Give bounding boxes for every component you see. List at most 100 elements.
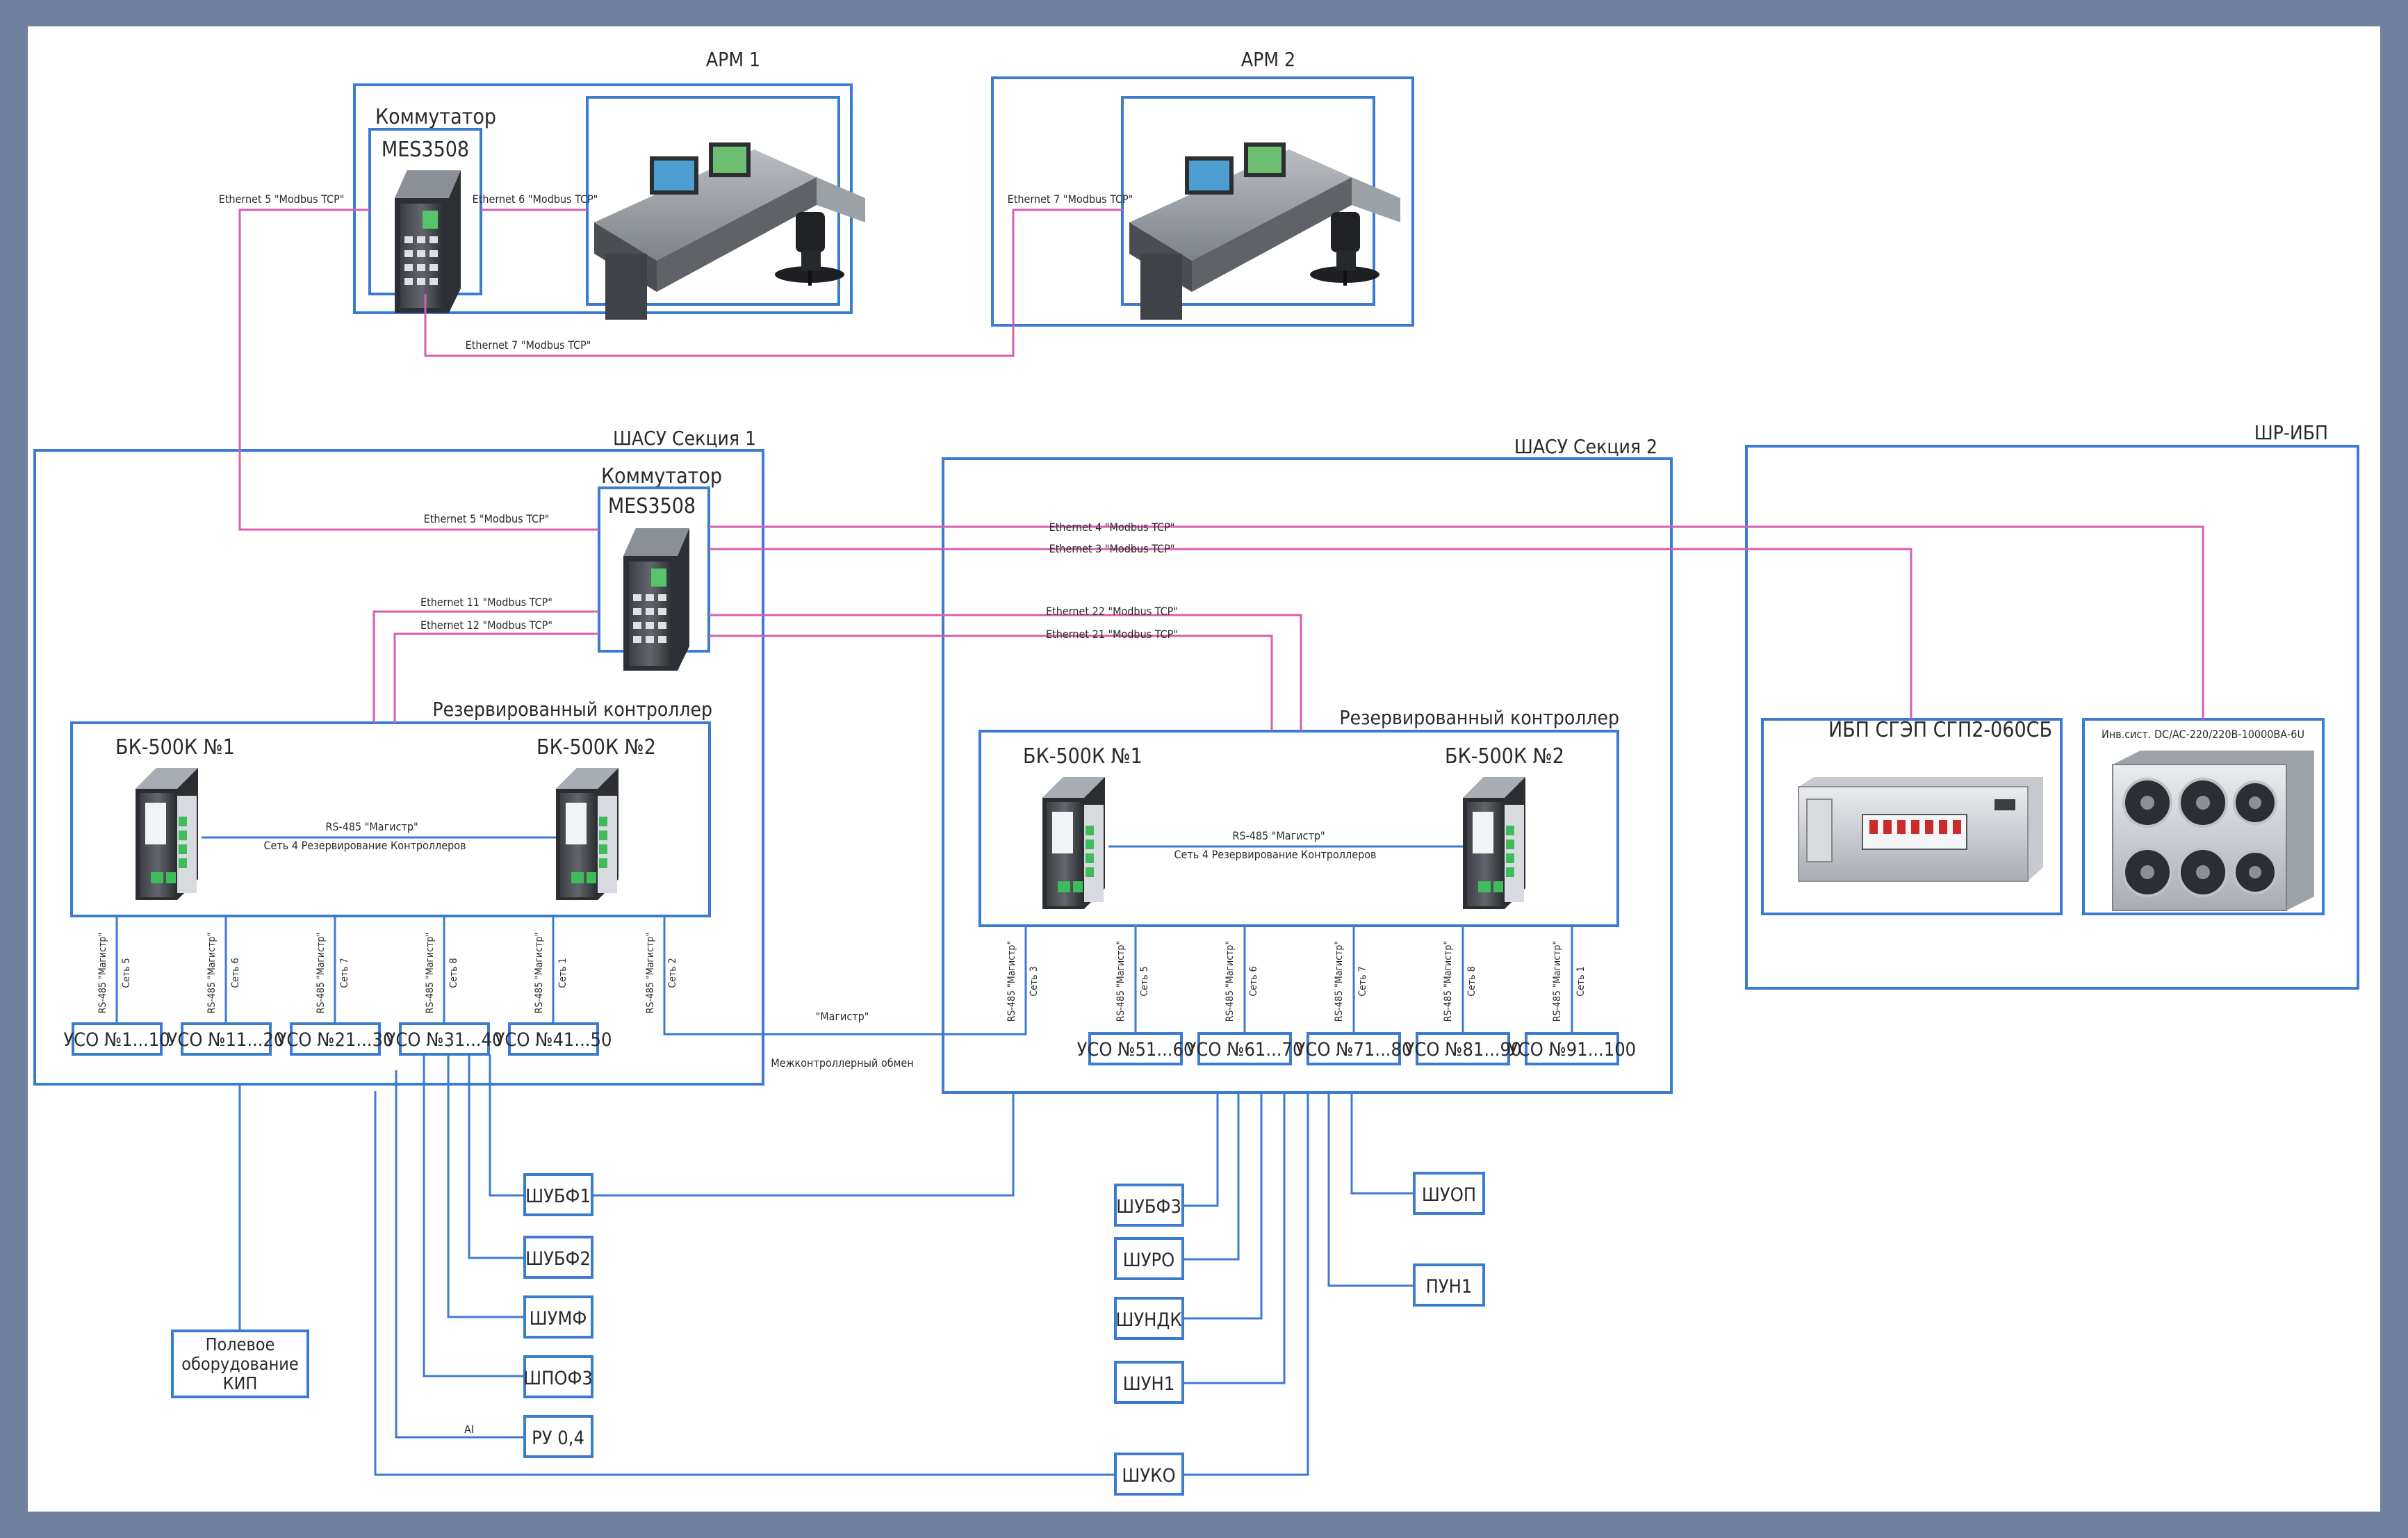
section2-title: ШАСУ Секция 2 bbox=[1514, 435, 1657, 458]
controller-icon bbox=[1463, 777, 1525, 909]
dc-label: Инв.сист. DC/AC-220/220В-10000ВА-6U bbox=[2102, 728, 2304, 741]
uso-net-label: RS-485 "Магистр" bbox=[534, 933, 545, 1014]
uso-box bbox=[399, 1022, 490, 1056]
section1-bk1-label: БК-500К №1 bbox=[115, 735, 235, 760]
cabinet-box bbox=[1114, 1184, 1184, 1227]
cabinet-box bbox=[1413, 1263, 1485, 1307]
uso-net-label: RS-485 "Магистр" bbox=[1115, 941, 1127, 1022]
cabinet-link bbox=[423, 1054, 525, 1377]
cabinet-box bbox=[523, 1236, 593, 1279]
ethernet-label: Ethernet 22 "Modbus TCP" bbox=[1046, 605, 1178, 618]
cabinet-label: ШУНДК bbox=[1115, 1309, 1181, 1331]
ai-label: AI bbox=[464, 1423, 474, 1436]
uso-net-label: Сеть 3 bbox=[1029, 966, 1040, 996]
uso-net-label: RS-485 "Магистр" bbox=[645, 933, 656, 1014]
cabinet-link bbox=[374, 1091, 1115, 1476]
ethernet-link bbox=[238, 208, 599, 531]
cabinet-link bbox=[1183, 1093, 1219, 1207]
uso-net-label: RS-485 "Магистр" bbox=[206, 933, 218, 1014]
uso-net-label: Сеть 8 bbox=[448, 958, 459, 988]
cabinet-link bbox=[1327, 1093, 1414, 1287]
section1-controller-title: Резервированный контроллер bbox=[432, 698, 712, 721]
ethernet-label: Ethernet 7 "Modbus TCP" bbox=[1008, 193, 1133, 206]
controller-icon bbox=[136, 768, 198, 900]
switch-icon bbox=[623, 528, 689, 671]
cabinet-label: ПУН1 bbox=[1426, 1276, 1473, 1298]
uso-net-label: Сеть 5 bbox=[1139, 966, 1150, 996]
ethernet-label: Ethernet 12 "Modbus TCP" bbox=[420, 619, 552, 632]
ethernet-label: Ethernet 21 "Modbus TCP" bbox=[1046, 628, 1178, 641]
section1-uso-row: УСО №1...10 УСО №11...20 УСО №21...30 УС… bbox=[63, 916, 678, 1056]
section1-rs485-label: RS-485 "Магистр" bbox=[325, 820, 418, 833]
cabinet-link bbox=[1183, 1093, 1286, 1384]
cabinet-label: ШПОФ3 bbox=[523, 1368, 593, 1389]
section1-group: ШАСУ Секция 1 Коммутатор MES3508 Резерви… bbox=[33, 427, 764, 1086]
cabinet-link bbox=[395, 1070, 525, 1439]
uso-box bbox=[290, 1022, 381, 1056]
uso-net-label: RS-485 "Магистр" bbox=[1006, 941, 1017, 1022]
inter-controller-label: "Магистр" bbox=[816, 1010, 869, 1023]
section2-group: ШАСУ Секция 2 Резервированный контроллер… bbox=[942, 435, 1673, 1094]
cabinet-box bbox=[1413, 1172, 1485, 1215]
arm2-frame bbox=[991, 76, 1414, 327]
ethernet-link bbox=[709, 614, 1302, 731]
cabinet-link bbox=[1183, 1093, 1309, 1476]
ethernet-label: Ethernet 3 "Modbus TCP" bbox=[1049, 542, 1175, 555]
cabinet-link bbox=[489, 1054, 525, 1197]
cabinet-label: ШУОП bbox=[1422, 1184, 1476, 1206]
cabinet-link bbox=[592, 1093, 1015, 1197]
arm1-switch-title: Коммутатор bbox=[375, 105, 496, 129]
uso-box bbox=[181, 1022, 272, 1056]
uso-net-label: Сеть 6 bbox=[230, 958, 241, 988]
uso-net-label: RS-485 "Магистр" bbox=[1443, 941, 1454, 1022]
uso-net-label: RS-485 "Магистр" bbox=[1225, 941, 1236, 1022]
uso-net-label: RS-485 "Магистр" bbox=[97, 933, 108, 1014]
arm1-switch-model: MES3508 bbox=[382, 138, 469, 162]
section1-switch-model: MES3508 bbox=[608, 494, 696, 518]
section2-controller-box bbox=[978, 730, 1619, 927]
ethernet-label: Ethernet 5 "Modbus TCP" bbox=[424, 512, 550, 525]
ethernet-label: Ethernet 6 "Modbus TCP" bbox=[473, 193, 598, 206]
uso-label: УСО №61...70 bbox=[1186, 1039, 1304, 1061]
section2-uso-row: УСО №51...60 УСО №61...70 УСО №71...80 У… bbox=[1006, 926, 1636, 1065]
ethernet-link bbox=[372, 610, 599, 723]
section2-controller-title: Резервированный контроллер bbox=[1339, 706, 1619, 729]
inter-controller-link bbox=[663, 916, 1027, 1036]
controller-icon bbox=[1042, 777, 1105, 909]
uso-label: УСО №21...30 bbox=[277, 1029, 394, 1051]
uso-net-label: Сеть 5 bbox=[121, 958, 132, 988]
uso-net-label: Сеть 8 bbox=[1466, 966, 1477, 996]
cabinet-label: ШУН1 bbox=[1123, 1373, 1175, 1395]
cabinet-box bbox=[523, 1355, 593, 1398]
inter-controller-sublabel: Межконтроллерный обмен bbox=[771, 1056, 913, 1070]
shuko-box bbox=[1114, 1453, 1184, 1496]
section1-frame bbox=[33, 449, 764, 1086]
ethernet-lines: Ethernet 5 "Modbus TCP" Ethernet 6 "Modb… bbox=[219, 193, 2204, 731]
cabinet-link bbox=[447, 1054, 525, 1318]
uso-label: УСО №81...90 bbox=[1404, 1039, 1522, 1061]
uso-label: УСО №51...60 bbox=[1077, 1039, 1195, 1061]
uso-net-label: Сеть 2 bbox=[667, 958, 678, 988]
section1-bk2-label: БК-500К №2 bbox=[537, 735, 656, 760]
ibp-device-image bbox=[1798, 777, 2043, 882]
cabinet-box bbox=[1114, 1297, 1184, 1340]
uso-net-label: Сеть 1 bbox=[557, 958, 568, 988]
section2-rs485-sublabel: Сеть 4 Резервирование Контроллеров bbox=[1174, 848, 1376, 861]
cabinet-link bbox=[1183, 1093, 1240, 1261]
ethernet-label: Ethernet 4 "Modbus TCP" bbox=[1049, 521, 1175, 534]
cabinet-label: ШУБФ3 bbox=[1116, 1196, 1181, 1218]
ethernet-label: Ethernet 7 "Modbus TCP" bbox=[466, 338, 591, 352]
section1-rs485-sublabel: Сеть 4 Резервирование Контроллеров bbox=[263, 839, 466, 852]
switch-icon bbox=[395, 170, 461, 313]
uso-net-label: RS-485 "Магистр" bbox=[1334, 941, 1345, 1022]
section2-rs485-label: RS-485 "Магистр" bbox=[1232, 829, 1325, 842]
cabinet-label: ШУМФ bbox=[530, 1308, 587, 1330]
uso-net-label: Сеть 7 bbox=[1357, 966, 1368, 996]
uso-net-label: RS-485 "Магистр" bbox=[425, 933, 436, 1014]
uso-net-label: RS-485 "Магистр" bbox=[316, 933, 327, 1014]
arm1-title: АРМ 1 bbox=[706, 48, 760, 71]
field-equipment-text-wrap: Полевое оборудование КИП bbox=[181, 1334, 299, 1393]
field-equipment-label: Полевое оборудование КИП bbox=[181, 1334, 299, 1393]
section2-bk1-label: БК-500К №1 bbox=[1023, 744, 1142, 769]
